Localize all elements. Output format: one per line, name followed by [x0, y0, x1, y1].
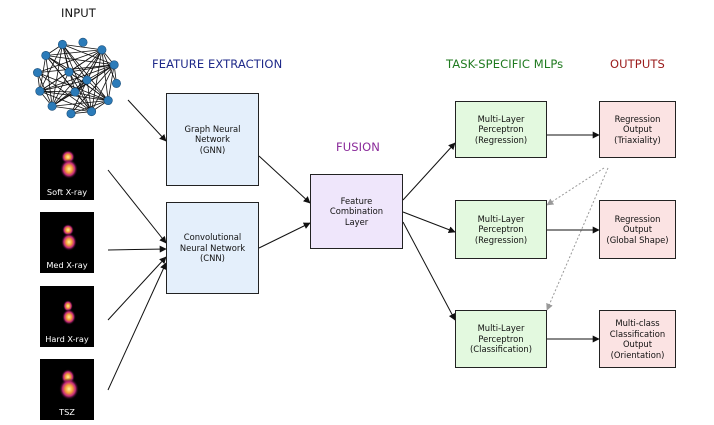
graph-edge	[39, 44, 63, 92]
graph-edge	[86, 49, 103, 81]
arrow-med-to-cnn	[107, 245, 167, 253]
tsz-blob	[59, 369, 79, 400]
graph-edge	[68, 71, 109, 101]
hard-xray-label: Hard X-ray	[45, 334, 89, 344]
graph-edge	[68, 71, 92, 112]
gnn-label: Graph Neural Network (GNN)	[184, 123, 241, 155]
arrow-hard-to-cnn	[107, 256, 167, 321]
graph-node	[111, 78, 121, 88]
arrow-graph-to-gnn	[127, 99, 167, 142]
graph-edge	[91, 64, 115, 112]
feature-extraction-heading: FEATURE EXTRACTION	[152, 57, 283, 71]
med-xray-image: Med X-ray	[40, 212, 94, 273]
output-global-shape-box: Regression Output (Global Shape)	[599, 200, 676, 259]
graph-edge	[45, 55, 53, 107]
graph-edge	[39, 55, 47, 92]
graph-node	[109, 60, 119, 70]
graph-edge	[74, 49, 103, 93]
graph-edge	[51, 71, 70, 107]
cnn-box: Convolutional Neural Network (CNN)	[166, 202, 259, 294]
med-xray-blob	[61, 224, 77, 251]
graph-node	[41, 50, 51, 60]
fusion-heading: FUSION	[336, 140, 380, 154]
graph-edge	[39, 90, 76, 93]
graph-edge	[68, 64, 115, 73]
graph-edge	[51, 44, 63, 107]
mlp-regression-1-label: Multi-Layer Perceptron (Regression)	[474, 113, 528, 145]
graph-edge	[86, 79, 92, 112]
arrow-gnn-to-fusion	[258, 155, 311, 204]
graph-edge	[62, 44, 88, 81]
fusion-label: Feature Combination Layer	[329, 195, 384, 227]
graph-node	[64, 67, 74, 77]
graph-edge	[39, 71, 70, 92]
gnn-box: Graph Neural Network (GNN)	[166, 93, 259, 186]
cnn-label: Convolutional Neural Network (CNN)	[179, 232, 246, 264]
graph-node	[66, 109, 76, 119]
output-orientation-box: Multi-class Classification Output (Orien…	[599, 310, 676, 368]
arrow-fusion-to-mlp3	[402, 221, 456, 321]
graph-edge	[74, 91, 109, 101]
graph-node	[57, 39, 67, 49]
graph-edge	[51, 79, 88, 107]
task-specific-heading: TASK-SPECIFIC MLPs	[446, 57, 564, 71]
graph-node	[70, 87, 80, 97]
mlp-classification-box: Multi-Layer Perceptron (Classification)	[455, 310, 547, 368]
input-heading: INPUT	[61, 6, 96, 20]
arrow-tsz-to-cnn	[107, 262, 167, 391]
graph-edge	[45, 55, 115, 66]
dotted-out1-to-mlp2	[546, 167, 605, 206]
med-xray-label: Med X-ray	[46, 260, 88, 270]
graph-edge	[45, 49, 102, 56]
arrow-fusion-to-mlp2	[402, 211, 456, 234]
graph-edge	[39, 79, 88, 92]
graph-edge	[86, 79, 109, 101]
graph-edge	[107, 64, 115, 101]
graph-node	[97, 45, 107, 55]
hard-xray-image: Hard X-ray	[40, 286, 94, 347]
soft-xray-blob	[60, 150, 78, 179]
graph-edge	[52, 105, 92, 113]
hard-xray-blob	[62, 300, 76, 325]
output-triaxiality-label: Regression Output (Triaxiality)	[614, 113, 661, 145]
graph-node	[82, 75, 92, 85]
outputs-heading: OUTPUTS	[610, 57, 665, 71]
graph-edge	[45, 55, 88, 81]
tsz-label: TSZ	[59, 407, 75, 417]
mlp-regression-1-box: Multi-Layer Perceptron (Regression)	[455, 101, 547, 158]
output-triaxiality-box: Regression Output (Triaxiality)	[599, 101, 676, 158]
graph-node	[103, 96, 113, 106]
dotted-out1-to-mlp3	[546, 167, 609, 311]
mlp-classification-label: Multi-Layer Perceptron (Classification)	[470, 323, 532, 355]
soft-xray-label: Soft X-ray	[46, 187, 88, 197]
graph-node	[33, 68, 43, 78]
tsz-image: TSZ	[40, 359, 94, 420]
graph-node	[78, 37, 88, 47]
graph-edge	[39, 90, 92, 112]
graph-edge	[62, 44, 92, 112]
graph-edge	[45, 55, 76, 93]
arrow-fusion-to-mlp1	[402, 142, 456, 201]
output-global-shape-label: Regression Output (Global Shape)	[606, 213, 669, 245]
graph-edge	[62, 44, 115, 66]
graph-edge	[62, 43, 102, 51]
graph-node	[87, 107, 97, 117]
mlp-regression-2-box: Multi-Layer Perceptron (Regression)	[455, 200, 547, 259]
output-orientation-label: Multi-class Classification Output (Orien…	[609, 318, 666, 360]
graph-edge	[37, 72, 109, 101]
mlp-regression-2-label: Multi-Layer Perceptron (Regression)	[474, 213, 528, 245]
graph-edge	[37, 72, 53, 107]
graph-edge	[62, 44, 109, 101]
graph-node	[47, 101, 57, 111]
graph-edge	[37, 64, 115, 74]
soft-xray-image: Soft X-ray	[40, 139, 94, 200]
arrow-cnn-to-fusion	[258, 222, 311, 249]
fusion-box: Feature Combination Layer	[310, 174, 403, 249]
graph-edge	[86, 64, 115, 81]
graph-edge	[91, 49, 103, 112]
graph-node	[35, 86, 45, 96]
arrow-soft-to-cnn	[107, 169, 167, 244]
